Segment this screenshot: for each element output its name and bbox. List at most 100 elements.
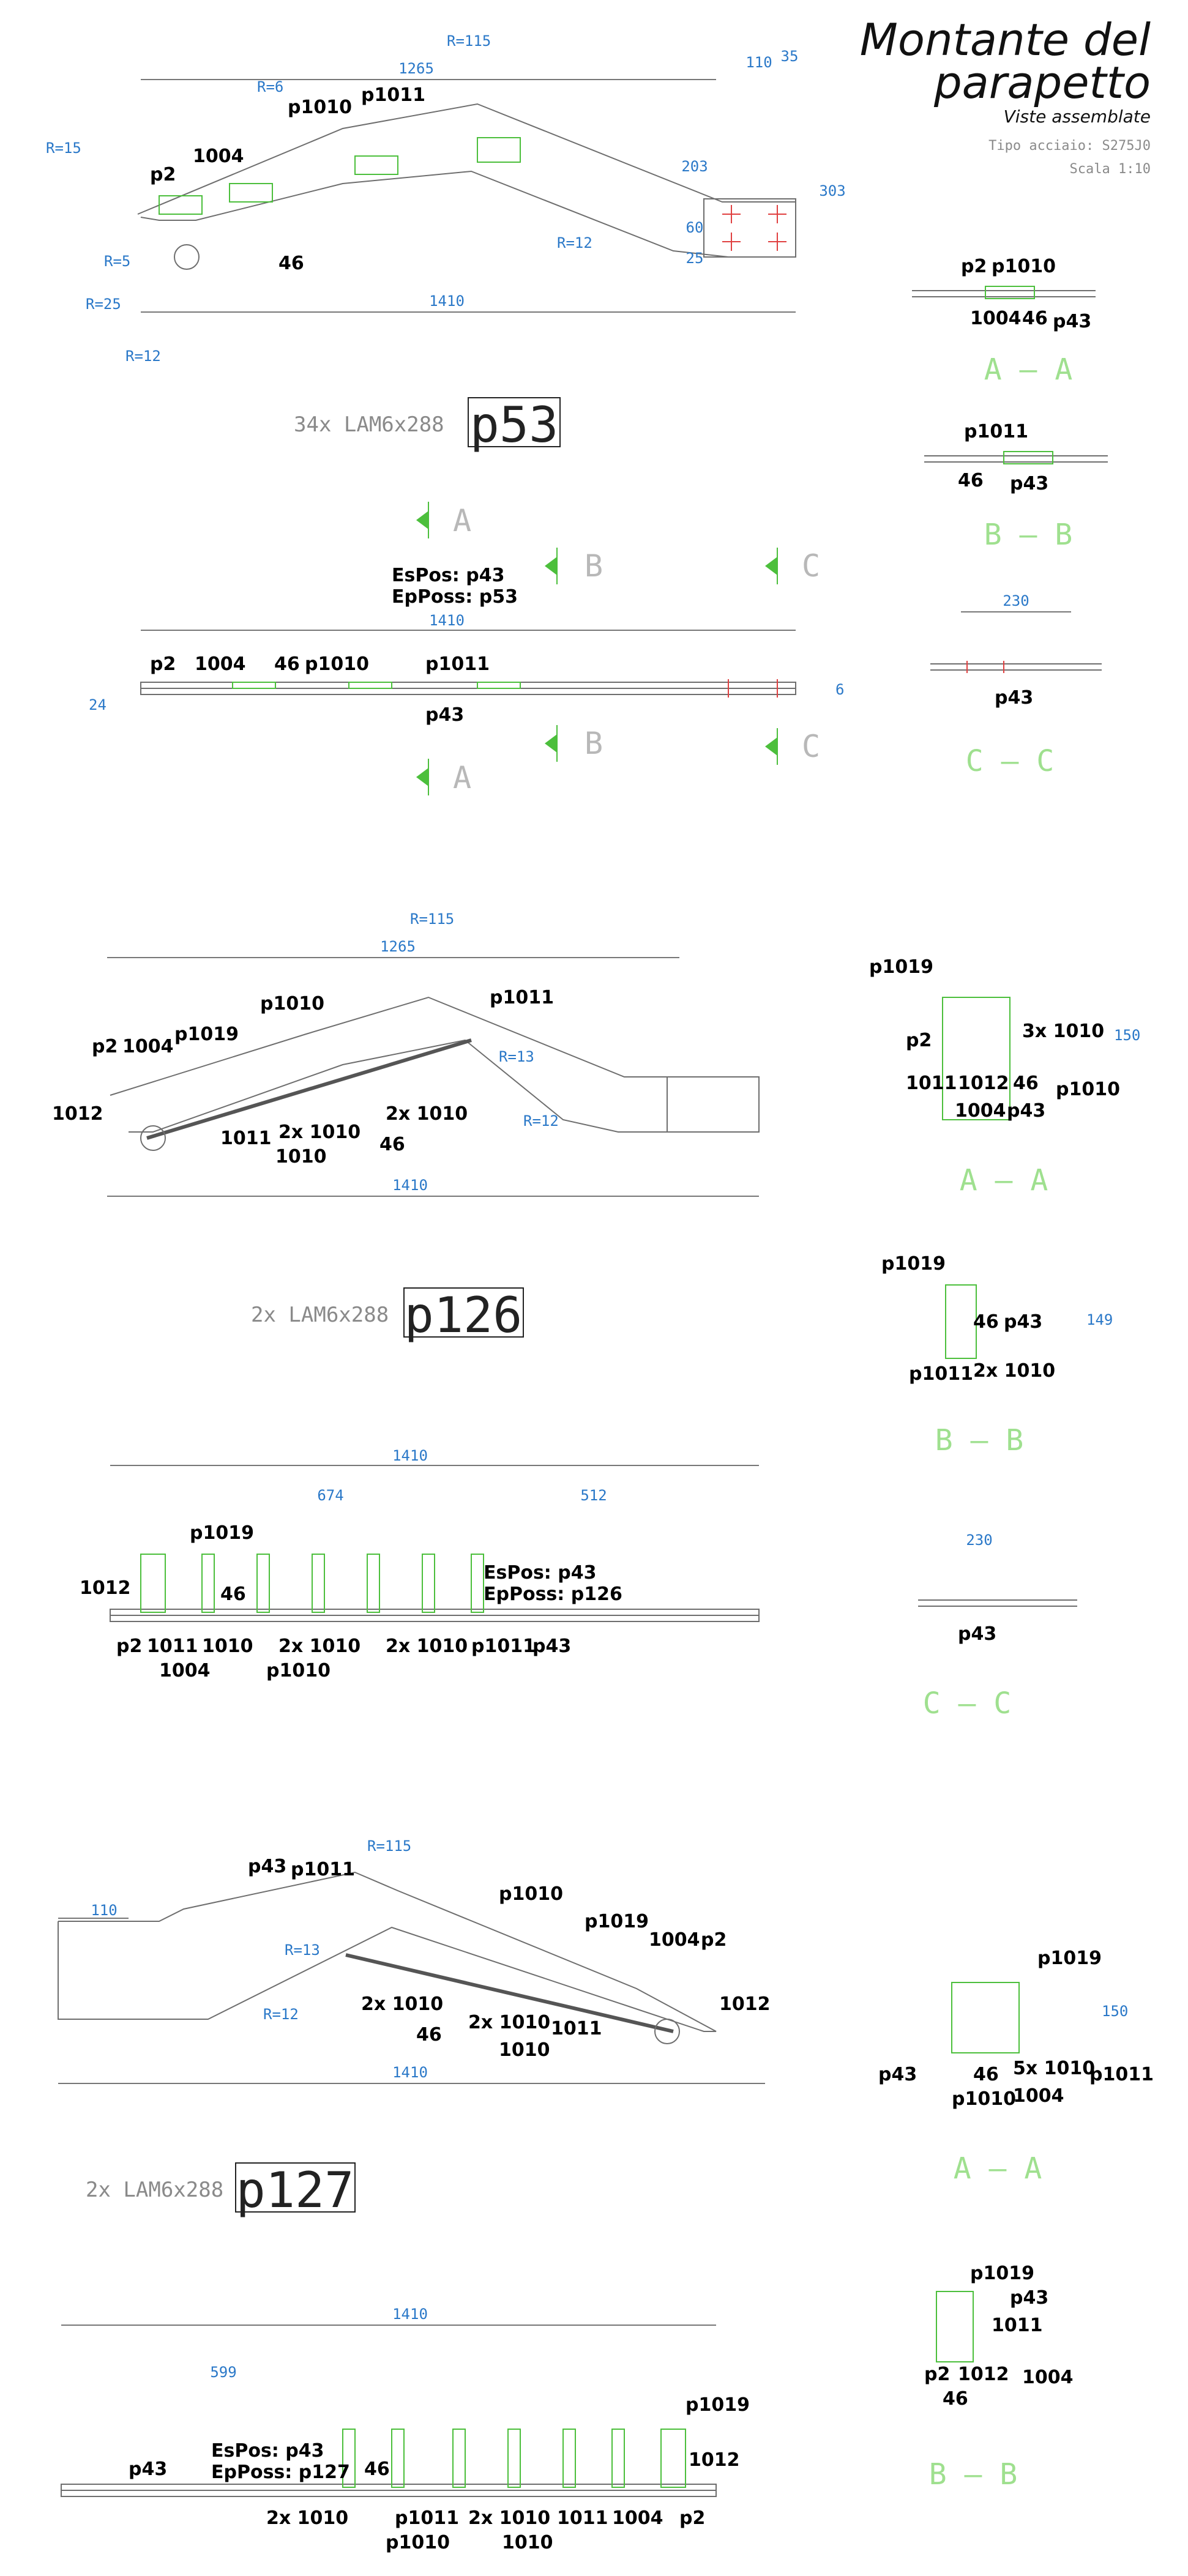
section-bb-p127: p1019 p43 1011 p2 1012 1004 46 B – B: [924, 2263, 1074, 2492]
p126-aa-1012: 1012: [958, 1073, 1009, 1094]
r5: R=5: [104, 253, 130, 270]
p127-plan-p43: p43: [129, 2459, 167, 2480]
cc-p43: p43: [995, 687, 1033, 709]
b-1011: 1011: [220, 1128, 272, 1149]
c-p43: p43: [248, 1856, 286, 1877]
p126-plan-1012: 1012: [80, 1577, 131, 1599]
p127-plan-1010: 1010: [502, 2532, 553, 2553]
section-aa-p126: p1019 3x 1010 p2 1011 1012 46 p1010 1004…: [869, 956, 1140, 1197]
dim-1410: 1410: [429, 292, 465, 310]
p126-aa-1011: 1011: [906, 1073, 957, 1094]
plan-label-p1010: p1010: [305, 653, 369, 675]
section-bb-p53: p1011 46 p43 B – B: [924, 421, 1108, 552]
bar-top: [140, 682, 796, 689]
plan-green-2: [348, 682, 392, 689]
b-46: 46: [379, 1134, 405, 1155]
outline-p127: [58, 1871, 717, 2032]
b-r13: R=13: [499, 1048, 534, 1065]
section-markers-2: A B C: [416, 725, 820, 795]
qty-p127: 2x LAM6x288: [86, 2178, 223, 2202]
p126-cc-230: 230: [966, 1532, 992, 1549]
hole: [174, 244, 200, 270]
sec-b-top: B: [585, 548, 603, 584]
section-aa-p53: p2 p1010 1004 46 p43 A – A: [912, 256, 1096, 387]
p126-aa-46: 46: [1013, 1073, 1039, 1094]
title-line2: parapetto: [933, 57, 1151, 108]
p126-plan-2x1010b: 2x 1010: [386, 1636, 468, 1657]
c-r12: R=12: [263, 2006, 299, 2023]
dim-303: 303: [819, 182, 845, 199]
label-p1011: p1011: [361, 84, 425, 106]
mark-p126: p126: [405, 1287, 523, 1344]
steel-type: Tipo acciaio: S275J0: [988, 138, 1151, 154]
plate-p1010: [354, 155, 398, 175]
b-1012: 1012: [52, 1103, 103, 1125]
p126-aa-p1010: p1010: [1056, 1079, 1120, 1100]
p127-aa-p1019: p1019: [1037, 1948, 1102, 1969]
p126-plan-1010: 1010: [202, 1636, 253, 1657]
label-p2: p2: [150, 164, 176, 185]
label-46: 46: [278, 253, 304, 274]
label-1004: 1004: [193, 146, 244, 167]
plan-label-p1011: p1011: [425, 653, 490, 675]
sec-c-bottom: C: [802, 729, 820, 764]
p126-cc-p43: p43: [958, 1623, 996, 1645]
section-cc-p126: 230 p43 C – C: [918, 1532, 1077, 1721]
p126-plan-p1010: p1010: [266, 1660, 331, 1681]
p127-plan-599: 599: [210, 2364, 236, 2381]
aa-46: 46: [1022, 308, 1048, 329]
epposs-p53: EpPoss: p53: [392, 586, 518, 608]
title-aa-2: A – A: [960, 1163, 1048, 1197]
qty-p126: 2x LAM6x288: [251, 1303, 389, 1327]
p127-110: 110: [91, 1902, 117, 1919]
b-p1019: p1019: [174, 1024, 239, 1045]
hole-c: [654, 2019, 680, 2044]
b-p1011: p1011: [490, 987, 554, 1008]
espos-p127: EsPos: p43: [211, 2440, 324, 2462]
p127-bb-p1019: p1019: [970, 2263, 1034, 2284]
assembly-p126-elevation: 1265 1410 p2 1004 p1019 p1010 p1011 1012…: [52, 910, 760, 1197]
p127-aa-p1010: p1010: [952, 2088, 1016, 2110]
p127-1410: 1410: [392, 2064, 428, 2081]
p126-aa-p43: p43: [1007, 1100, 1045, 1122]
assembly-p53-elevation: 1265 1410 110 35 203 60 25 303 p2 1004 p…: [46, 32, 846, 365]
p126-plan-1011: 1011: [147, 1636, 198, 1657]
assembly-p126-plan: 1410 674 512 p1019 46 1012 EsPos: p43 Ep…: [80, 1447, 760, 1681]
p127-aa-p43: p43: [878, 2064, 917, 2085]
title-aa-1: A – A: [984, 352, 1073, 387]
b-2x1010b: 2x 1010: [386, 1103, 468, 1125]
c-p1010: p1010: [499, 1883, 563, 1905]
r25: R=25: [86, 296, 121, 313]
p127-bb-1004: 1004: [1022, 2367, 1074, 2388]
espos-p53: EsPos: p43: [392, 565, 504, 586]
p127-aa-p1011: p1011: [1089, 2064, 1154, 2085]
r15: R=15: [46, 140, 81, 157]
plate-1004: [229, 183, 273, 203]
p127-aa-5x1010: 5x 1010: [1013, 2058, 1095, 2079]
sec-a-bottom: A: [453, 760, 471, 795]
p127-plan-p1011: p1011: [395, 2507, 459, 2529]
mark-box-p53: [468, 397, 561, 447]
bolt-holes: [722, 205, 786, 251]
assembly-p53-plan: EsPos: p43 EpPoss: p53 1410 p2 1004 46 p…: [89, 565, 844, 726]
mark-box-p126: [403, 1287, 524, 1338]
c-p1011: p1011: [291, 1859, 355, 1880]
p126-bb-46: 46: [973, 1311, 999, 1333]
dim-1265-b: 1265: [380, 938, 416, 955]
bar-bottom: [140, 688, 796, 695]
assembly-p127-plan: 1410 599 p43 EsPos: p43 EpPoss: p127 46 …: [61, 2306, 750, 2553]
p127-bb-p2: p2: [924, 2364, 950, 2385]
plan-dim-6: 6: [835, 681, 844, 698]
p126-bb-2x1010: 2x 1010: [973, 1360, 1055, 1382]
c-1011: 1011: [551, 2018, 602, 2039]
r6: R=6: [257, 78, 283, 95]
dim-25: 25: [686, 250, 704, 267]
p126-plan-1004: 1004: [159, 1660, 211, 1681]
plan-label-1004: 1004: [195, 653, 246, 675]
b-r12: R=12: [523, 1112, 559, 1130]
p126-plan-512: 512: [580, 1487, 607, 1504]
p127-plan-2x1010a: 2x 1010: [266, 2507, 348, 2529]
r115: R=115: [447, 32, 491, 50]
scale: Scala 1:10: [1070, 162, 1151, 177]
